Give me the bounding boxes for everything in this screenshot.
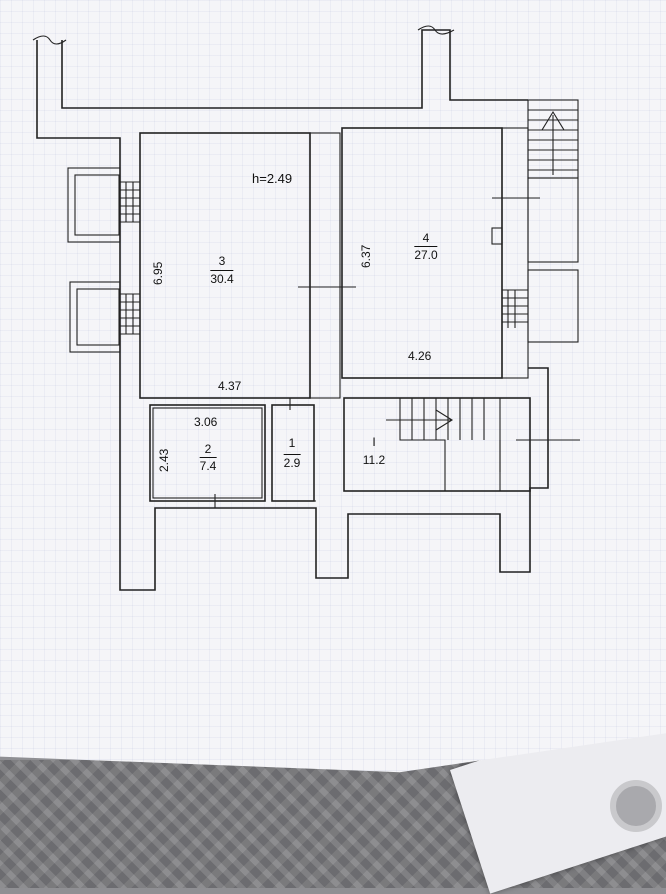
room-1-area: 2.9	[283, 454, 301, 470]
door-marks	[214, 197, 580, 508]
window-left-upper-inner	[74, 174, 120, 236]
room-3-area: 30.4	[210, 270, 234, 286]
room-2-number: 2	[204, 442, 212, 456]
dim-room3-width: 4.37	[218, 379, 242, 393]
paper-sheet	[0, 0, 666, 773]
stair-top-right-steps	[528, 109, 578, 175]
room-4-area: 27.0	[414, 246, 438, 262]
break-mark-left	[32, 35, 67, 45]
dim-room2-height: 2.43	[157, 448, 171, 472]
room-4-number: 4	[422, 231, 430, 245]
window-left-lower	[69, 281, 121, 353]
dim-room3-height: 6.95	[151, 261, 165, 285]
window-right-mullions	[502, 289, 528, 328]
room-3-number: 3	[218, 254, 226, 268]
room-1-number: 1	[288, 436, 296, 450]
room-I-stair	[386, 398, 501, 491]
window-left-upper	[67, 167, 121, 243]
room-I-area: 11.2	[362, 453, 386, 467]
dim-room4-height: 6.37	[359, 244, 373, 268]
stair-top-right	[527, 99, 579, 179]
dim-room2-width: 3.06	[194, 415, 218, 429]
window-left-lower-inner	[76, 288, 120, 346]
window-right-lower	[527, 269, 579, 343]
outer-wall-top	[36, 40, 549, 591]
break-mark-right	[417, 25, 455, 35]
dim-room4-width: 4.26	[408, 349, 432, 363]
outer-wall-top-inner	[61, 29, 528, 109]
height-note: h=2.49	[252, 171, 293, 186]
room-2-area: 7.4	[199, 457, 217, 473]
room-3-east-wall	[309, 132, 341, 399]
room-2-outline	[149, 404, 266, 502]
room-1-outline	[271, 404, 315, 502]
window-left-lower-mullions	[120, 293, 140, 335]
room-2-inner	[152, 407, 263, 499]
window-right-upper	[527, 177, 579, 263]
room-I-outline	[343, 397, 531, 492]
binder-clip	[610, 780, 662, 832]
window-left-upper-mullions	[120, 181, 140, 223]
room-I-number: I	[372, 435, 376, 449]
room-4-east-wall	[501, 127, 529, 379]
